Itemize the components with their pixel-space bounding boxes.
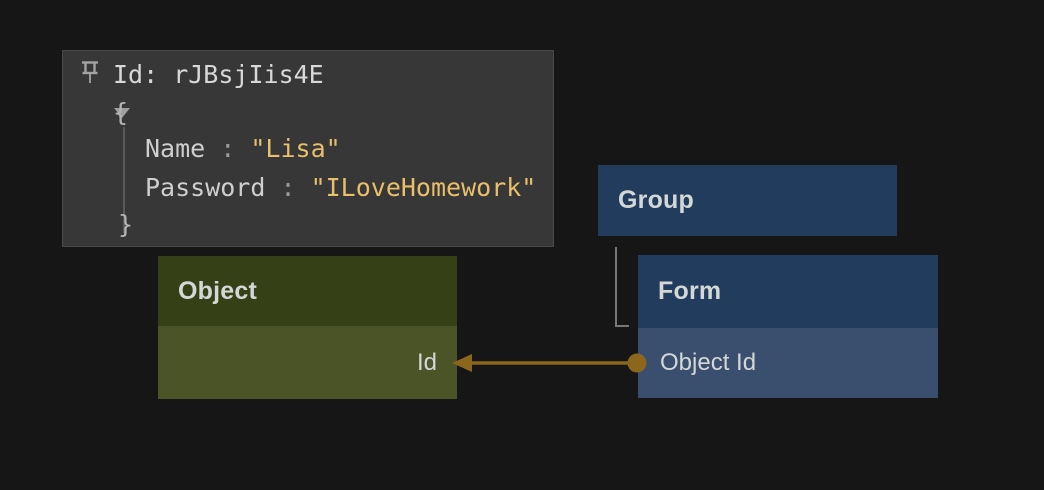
node-group[interactable]: Group [598,165,897,236]
json-field-name: Name : "Lisa" [145,134,341,164]
node-form-title: Form [658,277,722,305]
node-object-header[interactable]: Object [158,256,457,326]
hierarchy-connector-line [615,247,629,327]
json-key: Password [145,173,266,202]
field-label: Object Id [660,349,757,376]
record-id-text: Id: rJBsjIis4E [113,60,324,89]
json-value: "Lisa" [250,134,341,163]
json-colon: : [205,134,251,163]
node-form-header[interactable]: Form [638,255,938,328]
node-object[interactable]: Object Id [158,256,457,399]
field-label: Id [416,348,437,376]
close-brace: } [118,210,134,239]
relation-edge[interactable] [452,353,647,373]
triangle-down-icon[interactable] [114,108,130,118]
node-object-field-id[interactable]: Id [158,326,457,399]
pinned-record-tooltip: Id: rJBsjIis4E { Name : "Lisa" Password … [62,50,554,247]
json-colon: : [265,173,311,202]
json-field-password: Password : "ILoveHomework" [145,173,536,203]
tree-guide-line [123,127,125,233]
json-key: Name [145,134,206,163]
node-form-field-object-id[interactable]: Object Id [638,328,938,398]
node-object-title: Object [178,276,257,305]
open-brace: { [113,98,129,127]
pin-icon[interactable] [79,60,101,86]
node-form[interactable]: Form Object Id [638,255,938,398]
node-group-title: Group [618,186,694,214]
node-group-header[interactable]: Group [598,165,897,236]
json-value: "ILoveHomework" [310,173,537,202]
